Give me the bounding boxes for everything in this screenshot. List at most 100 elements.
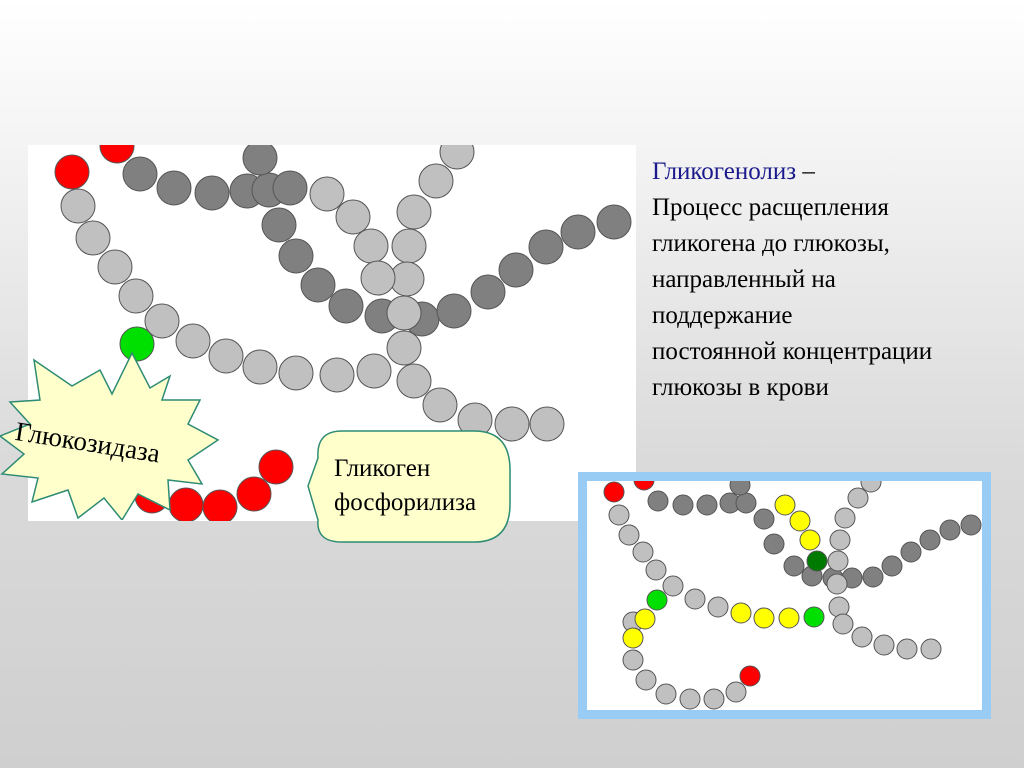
glucose-bead: [647, 490, 669, 512]
glucose-bead: [278, 355, 314, 391]
glucose-bead: [194, 175, 230, 211]
glucose-bead: [75, 220, 111, 256]
glucose-bead: [498, 252, 534, 288]
glucose-bead: [851, 626, 873, 648]
phosphorylase-label: Гликоген фосфорилиза: [334, 452, 476, 520]
glucose-bead: [826, 573, 848, 595]
glucose-bead: [608, 504, 630, 526]
glucose-bead: [300, 267, 336, 303]
glucose-bead: [261, 207, 297, 243]
glucose-bead: [645, 559, 667, 581]
glucose-bead: [753, 508, 775, 530]
glucosidase-starburst: [0, 351, 220, 520]
glucose-bead: [144, 303, 180, 339]
definition-title-line: Гликогенолиз –: [652, 154, 1012, 190]
glucose-bead: [662, 575, 684, 597]
glucose-bead: [919, 529, 941, 551]
glucose-bead: [655, 683, 677, 705]
glucose-bead: [939, 519, 961, 541]
glucose-bead: [633, 481, 655, 491]
definition-line: Процесс расщепления: [652, 194, 889, 221]
glucose-bead: [632, 541, 654, 563]
glucose-bead: [729, 481, 751, 496]
glucose-bead: [353, 228, 389, 264]
glycogen-chain-diagram: [54, 145, 632, 521]
glucose-bead: [391, 228, 427, 264]
glucose-bead: [470, 274, 506, 310]
definition-line: глюкозы в крови: [652, 374, 829, 401]
inset-glycogen-diagram: [603, 481, 982, 710]
glucose-bead: [208, 338, 244, 374]
glucose-bead: [618, 524, 640, 546]
glucose-bead: [528, 229, 564, 265]
definition-line: поддержание: [652, 302, 793, 329]
glucose-bead: [799, 529, 821, 551]
glucose-bead: [335, 199, 371, 235]
glucose-bead: [634, 608, 656, 630]
glucose-bead: [236, 476, 272, 512]
glucose-bead: [242, 145, 278, 176]
glucose-bead: [847, 487, 869, 509]
phosphorylase-label-line: Гликоген: [334, 455, 431, 482]
phosphorylase-label-line: фосфорилиза: [334, 489, 477, 516]
glucose-bead: [679, 688, 701, 710]
glucose-bead: [356, 353, 392, 389]
phosphorylase-callout: [307, 430, 511, 543]
glucose-bead: [278, 238, 314, 274]
definition-line: постоянной концентрации: [652, 338, 933, 365]
glucose-bead: [99, 145, 135, 164]
glucose-bead: [803, 606, 825, 628]
glucose-bead: [703, 688, 725, 710]
glucose-bead: [328, 288, 364, 324]
glucose-bead: [603, 481, 625, 503]
glucose-bead: [834, 507, 856, 529]
definition-line: направленный на: [652, 266, 836, 293]
glucose-bead: [175, 323, 211, 359]
inset-diagram-panel: [587, 481, 982, 710]
term-dash: –: [796, 158, 815, 185]
glucose-bead: [832, 613, 854, 635]
glucose-bead: [860, 481, 882, 493]
glucose-bead: [622, 627, 644, 649]
glucose-bead: [560, 214, 596, 250]
inset-diagram-frame: [578, 472, 991, 719]
glucose-bead: [873, 634, 895, 656]
glucose-bead: [386, 295, 422, 331]
glucose-bead: [418, 163, 454, 199]
glucose-bead: [960, 514, 982, 536]
callout-shape: [307, 430, 511, 543]
glucose-bead: [118, 278, 154, 314]
glucose-bead: [622, 649, 644, 671]
definition-text: Гликогенолиз – Процесс расщепления глико…: [652, 154, 1012, 406]
glucose-bead: [896, 638, 918, 660]
glucose-bead: [396, 363, 432, 399]
glucose-bead: [672, 494, 694, 516]
glucose-bead: [763, 533, 785, 555]
glucose-bead: [635, 669, 657, 691]
glucose-bead: [730, 602, 752, 624]
glucose-bead: [436, 293, 472, 329]
glucose-bead: [396, 194, 432, 230]
glucose-bead: [827, 550, 849, 572]
glucose-bead: [258, 449, 294, 485]
glucose-bead: [272, 170, 308, 206]
glucose-bead: [739, 665, 761, 687]
glucose-bead: [783, 555, 805, 577]
glucose-bead: [806, 550, 828, 572]
glucose-bead: [422, 387, 458, 423]
glucose-bead: [54, 154, 90, 190]
glucose-bead: [439, 145, 475, 170]
glucose-bead: [309, 176, 345, 212]
glucose-bead: [881, 555, 903, 577]
glucose-bead: [319, 357, 355, 393]
glucose-bead: [900, 541, 922, 563]
glucose-bead: [920, 638, 942, 660]
glucose-bead: [778, 607, 800, 629]
glucose-bead: [829, 529, 851, 551]
glucose-bead: [684, 588, 706, 610]
glucose-bead: [97, 249, 133, 285]
glucose-bead: [119, 326, 155, 362]
glucose-bead: [735, 492, 757, 514]
glucose-bead: [725, 681, 747, 703]
starburst-shape: [0, 351, 220, 520]
